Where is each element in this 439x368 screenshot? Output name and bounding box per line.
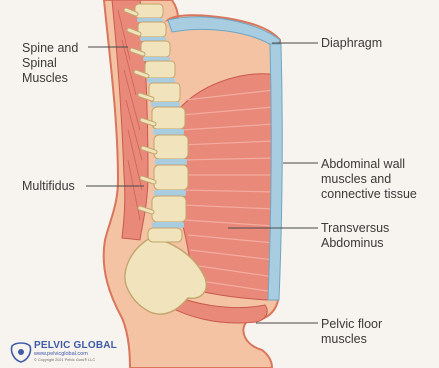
label-abdominal-wall-line-3: connective tissue [321, 187, 417, 202]
label-transversus-line-1: Transversus [321, 221, 389, 236]
vertebra [152, 196, 186, 222]
label-diaphragm: Diaphragm [321, 36, 382, 51]
disc [152, 222, 184, 228]
label-multifidus-line-1: Multifidus [22, 179, 75, 194]
label-diaphragm-line-1: Diaphragm [321, 36, 382, 51]
label-spine-line-1: Spine and [22, 41, 78, 56]
label-transversus-line-2: Abdominus [321, 236, 389, 251]
label-multifidus: Multifidus [22, 179, 75, 194]
label-abdominal-wall-line-2: muscles and [321, 172, 417, 187]
vertebra [152, 107, 185, 129]
vertebra [154, 135, 188, 159]
vertebra [135, 4, 163, 18]
pelvic-global-logo: PELVIC GLOBAL www.pelvicglobal.com © Cop… [8, 340, 128, 366]
disc [153, 129, 184, 135]
label-pelvic-floor: Pelvic floor muscles [321, 317, 382, 347]
label-spine: Spine and Spinal Muscles [22, 41, 78, 86]
label-pelvic-floor-line-2: muscles [321, 332, 382, 347]
label-spine-line-3: Muscles [22, 71, 78, 86]
vertebra [145, 61, 175, 78]
vertebra [148, 228, 182, 242]
label-spine-line-2: Spinal [22, 56, 78, 71]
label-transversus: Transversus Abdominus [321, 221, 389, 251]
disc [137, 18, 163, 22]
logo-title: PELVIC GLOBAL [34, 340, 117, 351]
disc [151, 102, 180, 107]
disc [154, 190, 186, 196]
disc [140, 37, 166, 41]
vertebra [154, 165, 188, 190]
label-abdominal-wall-line-1: Abdominal wall [321, 157, 417, 172]
disc [143, 57, 170, 61]
disc [147, 78, 175, 83]
disc [155, 159, 187, 165]
logo-copyright: © Copyright 2021 Pelvic Guru® LLC [34, 358, 95, 362]
label-pelvic-floor-line-1: Pelvic floor [321, 317, 382, 332]
vertebra [138, 22, 166, 37]
logo-url: www.pelvicglobal.com [34, 351, 88, 357]
label-abdominal-wall: Abdominal wall muscles and connective ti… [321, 157, 417, 202]
